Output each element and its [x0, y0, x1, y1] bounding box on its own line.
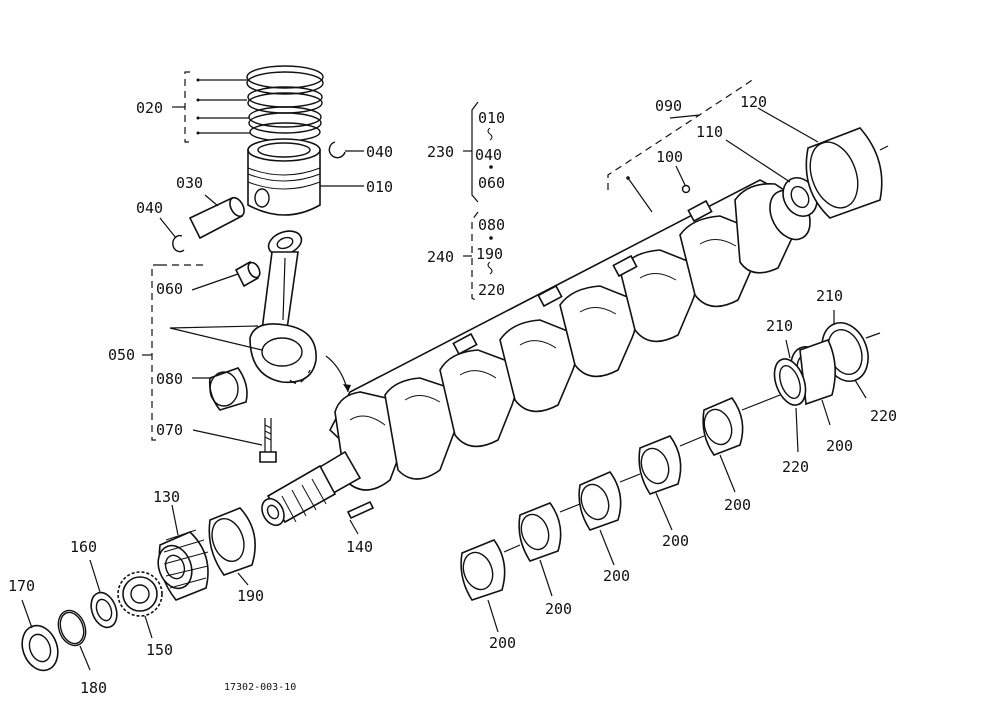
label-010: 010	[366, 178, 393, 196]
feather-key	[346, 500, 375, 535]
crankshaft	[261, 179, 811, 527]
label-180: 180	[80, 679, 107, 697]
label-240: 240	[427, 248, 454, 266]
group240-item-190: 190	[476, 245, 503, 263]
crankshaft-dash-leader	[607, 77, 756, 213]
label-200-4: 200	[545, 600, 572, 618]
connecting-rod	[249, 230, 317, 384]
group230-item-040: 040	[475, 146, 502, 164]
rear-bearing	[725, 139, 818, 217]
crank-plug	[675, 165, 691, 194]
label-190: 190	[237, 587, 264, 605]
group230-item-060: 060	[478, 174, 505, 192]
group230-item-010: 010	[478, 109, 505, 127]
main-bearing-1	[702, 394, 781, 493]
label-200-3: 200	[603, 567, 630, 585]
o-ring	[57, 609, 91, 671]
label-230: 230	[427, 143, 454, 161]
piston	[247, 138, 364, 216]
label-110: 110	[696, 123, 723, 141]
circlip-right	[328, 141, 364, 159]
conrod-dash-bracket	[142, 264, 351, 441]
label-120: 120	[740, 93, 767, 111]
oil-seal-sleeve	[757, 107, 889, 219]
label-130: 130	[153, 488, 180, 506]
label-220-lower: 220	[782, 458, 809, 476]
main-bearing-4	[518, 502, 581, 597]
main-bearing-5	[460, 539, 521, 633]
thrust-washer-rear-inner	[773, 339, 807, 453]
piston-pin	[188, 194, 245, 240]
piston-rings	[246, 65, 324, 142]
small-end-bushing	[191, 260, 261, 291]
crankshaft-gear	[157, 504, 209, 601]
front-bearing	[208, 507, 256, 586]
label-040-left: 040	[136, 199, 163, 217]
group-bracket-230	[463, 101, 493, 203]
group240-item-220: 220	[478, 281, 505, 299]
label-210-upper: 210	[816, 287, 843, 305]
spacer-collar	[89, 559, 118, 629]
label-100: 100	[656, 148, 683, 166]
timing-gear	[117, 571, 163, 639]
label-160: 160	[70, 538, 97, 556]
label-140: 140	[346, 538, 373, 556]
drawing-code: 17302-003-10	[224, 682, 296, 693]
label-080: 080	[156, 370, 183, 388]
label-050: 050	[108, 346, 135, 364]
label-200-5: 200	[489, 634, 516, 652]
main-bearing-2	[638, 435, 705, 531]
big-end-bearing	[192, 367, 248, 411]
label-170: 170	[8, 577, 35, 595]
circlip-left	[159, 217, 185, 253]
label-020: 020	[136, 99, 163, 117]
front-oil-seal	[21, 599, 59, 672]
label-150: 150	[146, 641, 173, 659]
label-040-right: 040	[366, 143, 393, 161]
label-060: 060	[156, 280, 183, 298]
label-090: 090	[655, 97, 682, 115]
label-210-lower: 210	[766, 317, 793, 335]
label-200-rear: 200	[826, 437, 853, 455]
label-220-right: 220	[870, 407, 897, 425]
group240-item-080: 080	[478, 216, 505, 234]
group-bracket-240	[463, 211, 493, 303]
label-200-2: 200	[662, 532, 689, 550]
label-030: 030	[176, 174, 203, 192]
label-070: 070	[156, 421, 183, 439]
conrod-bolt	[192, 418, 277, 463]
label-200-1: 200	[724, 496, 751, 514]
main-bearing-3	[578, 471, 641, 566]
ring-dash-bracket	[172, 71, 250, 143]
